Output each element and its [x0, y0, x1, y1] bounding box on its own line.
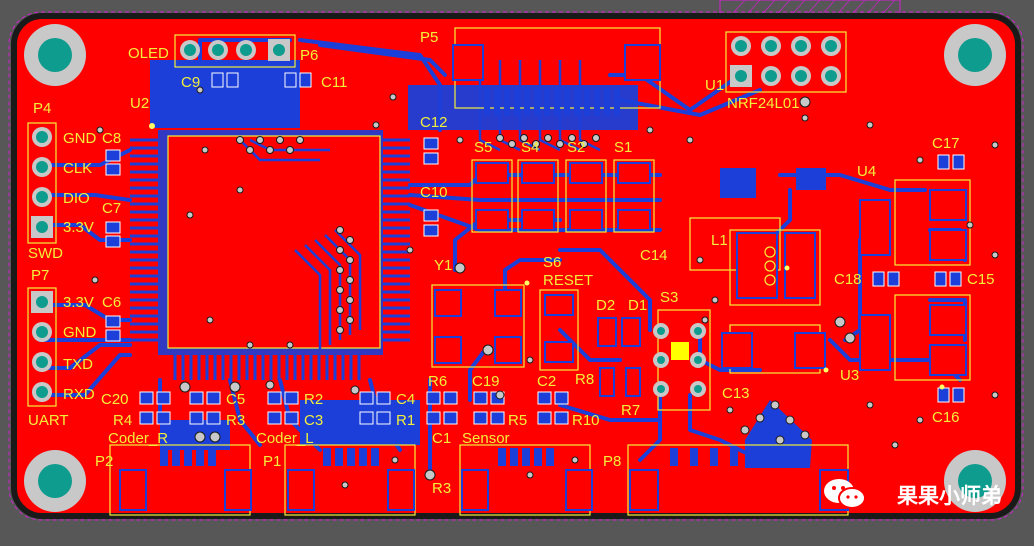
c6-label: C6 [102, 294, 122, 311]
watermark-text: 果果小师弟 [897, 484, 1002, 508]
c14-label: C14 [640, 247, 668, 264]
s3-label: S3 [660, 289, 679, 306]
mounting-hole-icon [24, 24, 1006, 512]
u2-label: U2 [130, 95, 150, 112]
u1-name-label: NRF24L01 [727, 95, 800, 112]
c20-label: C20 [101, 391, 129, 408]
p7-name-label: UART [28, 412, 69, 429]
wechat-icon [824, 479, 866, 509]
y1-label: Y1 [434, 257, 453, 274]
p4-pin-clk: CLK [63, 160, 93, 177]
p7-pin-gnd: GND [63, 324, 97, 341]
r8-label: R8 [575, 371, 595, 388]
p2-name-label: Coder_R [108, 430, 169, 447]
c5-label: C5 [226, 391, 246, 408]
c11-label: C11 [321, 74, 348, 91]
s6-label: S6 [543, 254, 562, 271]
c1-label: C1 [432, 430, 452, 447]
c19-label: C19 [472, 373, 500, 390]
c16-label: C16 [932, 409, 960, 426]
c4-label: C4 [396, 391, 416, 408]
p1-label: P1 [263, 453, 282, 470]
p7-label: P7 [31, 267, 50, 284]
p4-pin-3v3: 3.3V [63, 219, 94, 236]
r4-label: R4 [113, 412, 133, 429]
p7-pin-3v3: 3.3V [63, 294, 94, 311]
c3-label: C3 [304, 412, 324, 429]
s6-name-label: RESET [543, 272, 594, 289]
p4-name-label: SWD [28, 245, 63, 262]
c18-label: C18 [834, 271, 862, 288]
u3-label: U3 [840, 367, 860, 384]
r1-label: R1 [396, 412, 416, 429]
p5-label: P5 [420, 29, 439, 46]
s2-label: S2 [567, 139, 586, 156]
p4-pin-gnd: GND [63, 130, 97, 147]
c17-label: C17 [932, 135, 960, 152]
s1-label: S1 [614, 139, 633, 156]
c13-label: C13 [722, 385, 750, 402]
d1-label: D1 [628, 297, 648, 314]
p2-label: P2 [95, 453, 114, 470]
r3-label: R3 [226, 412, 246, 429]
c7-label: C7 [102, 200, 122, 217]
r5-label: R5 [508, 412, 528, 429]
p4-label: P4 [33, 100, 52, 117]
r3-bottom-label: R3 [432, 480, 452, 497]
p7-pin-rxd: RXD [63, 386, 95, 403]
c15-label: C15 [967, 271, 995, 288]
r10-label: R10 [572, 412, 600, 429]
l1-label: L1 [711, 232, 728, 249]
u1-label: U1 [705, 77, 725, 94]
u4-label: U4 [857, 163, 877, 180]
c12-label: C12 [420, 114, 448, 131]
c9-label: C9 [181, 74, 201, 91]
r7-label: R7 [621, 402, 641, 419]
s5-label: S5 [474, 139, 493, 156]
p7-pin-txd: TXD [63, 356, 93, 373]
p4-pin-dio: DIO [63, 190, 90, 207]
p8-label: P8 [603, 453, 622, 470]
c8-label: C8 [102, 130, 122, 147]
c10-label: C10 [420, 184, 448, 201]
r2-label: R2 [304, 391, 324, 408]
u2-mcu [130, 123, 410, 380]
sensor-name-label: Sensor [462, 430, 510, 447]
p6-label: P6 [300, 47, 319, 64]
p6-name-label: OLED [128, 45, 169, 62]
s4-label: S4 [521, 139, 540, 156]
d2-label: D2 [596, 297, 616, 314]
p1-name-label: Coder_L [256, 430, 314, 447]
c2-label: C2 [537, 373, 557, 390]
r6-label: R6 [428, 373, 448, 390]
